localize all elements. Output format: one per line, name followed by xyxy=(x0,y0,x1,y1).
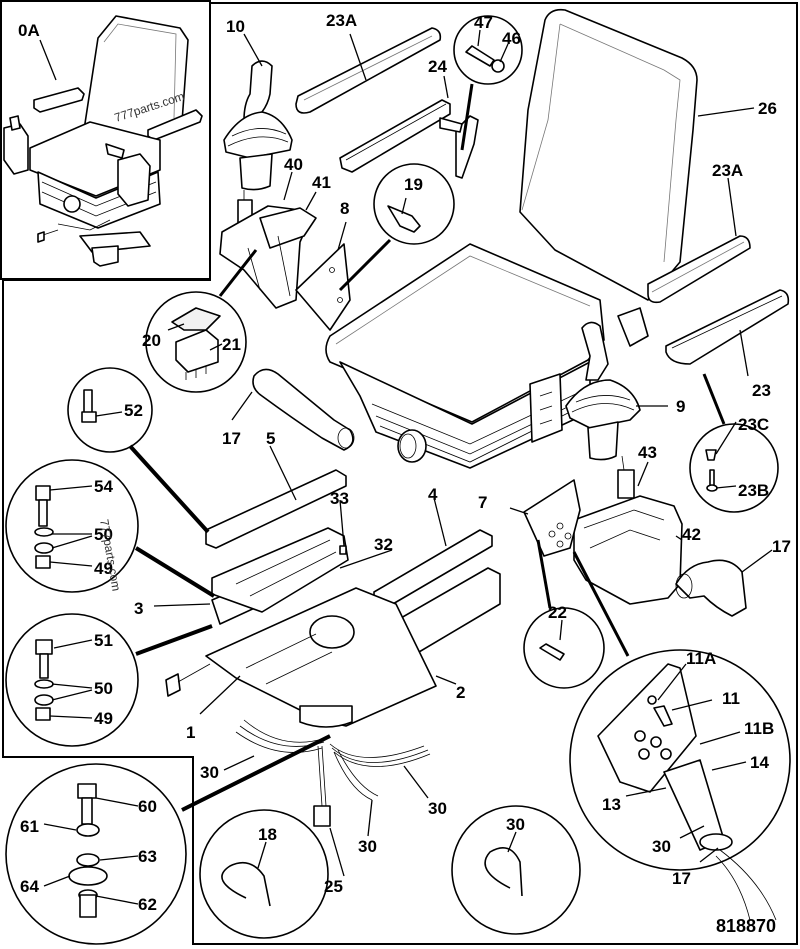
callout-23C: 23C xyxy=(738,415,769,434)
callout-11B: 11B xyxy=(744,719,774,738)
callout-9: 9 xyxy=(676,397,685,416)
callout-23A-top: 23A xyxy=(326,11,357,30)
console-left xyxy=(219,205,317,309)
callout-18: 18 xyxy=(258,825,277,844)
detail-18 xyxy=(199,809,329,939)
detail-54-50-49 xyxy=(5,459,216,598)
detail-52 xyxy=(67,367,210,534)
callout-60: 60 xyxy=(138,797,157,816)
callout-50-bot: 50 xyxy=(94,679,113,698)
callout-14: 14 xyxy=(750,753,769,772)
joystick-left xyxy=(223,60,293,231)
base-plate xyxy=(165,587,437,728)
callout-42: 42 xyxy=(682,525,701,544)
callout-30-d: 30 xyxy=(506,815,525,834)
callout-25: 25 xyxy=(324,877,343,896)
inset-seat-assembly: 0A 777parts.com xyxy=(3,15,203,267)
callout-51: 51 xyxy=(94,631,113,650)
detail-47-46 xyxy=(453,15,523,151)
callout-49-top: 49 xyxy=(94,559,113,578)
callout-32: 32 xyxy=(374,535,393,554)
callout-21: 21 xyxy=(222,335,241,354)
callout-20: 20 xyxy=(142,331,161,350)
boot-17-upper xyxy=(252,368,354,451)
detail-20-21 xyxy=(145,249,258,393)
callout-2: 2 xyxy=(456,683,465,702)
console-right xyxy=(573,495,683,605)
leader-lines xyxy=(43,29,773,905)
bracket-7 xyxy=(523,479,581,557)
callout-64: 64 xyxy=(20,877,39,896)
boot-17-right xyxy=(675,559,747,617)
callout-3: 3 xyxy=(134,599,143,618)
label-33 xyxy=(339,545,347,555)
armrest-top xyxy=(295,27,479,179)
callout-8: 8 xyxy=(340,199,349,218)
callout-62: 62 xyxy=(138,895,157,914)
callout-13: 13 xyxy=(602,795,621,814)
callout-17-bottom: 17 xyxy=(672,869,691,888)
callout-43: 43 xyxy=(638,443,657,462)
inset-console-left xyxy=(3,123,29,175)
callout-49-bot: 49 xyxy=(94,709,113,728)
callout-26: 26 xyxy=(758,99,777,118)
callout-11A: 11A xyxy=(686,649,716,668)
callout-1: 1 xyxy=(186,723,195,742)
callout-52: 52 xyxy=(124,401,143,420)
callout-19: 19 xyxy=(404,175,423,194)
callout-47: 47 xyxy=(474,13,493,32)
callout-17-right: 17 xyxy=(772,537,791,556)
joystick-right xyxy=(565,321,641,499)
detail-51-50-49 xyxy=(5,613,213,747)
callout-11: 11 xyxy=(722,689,740,708)
release-handle xyxy=(165,673,181,697)
inset-armrest-left xyxy=(33,87,85,113)
inset-armrest-right xyxy=(147,109,203,141)
callout-33: 33 xyxy=(330,489,349,508)
callout-0A: 0A xyxy=(18,21,40,40)
callout-22: 22 xyxy=(548,603,567,622)
seat-backrest xyxy=(519,8,698,301)
detail-19 xyxy=(338,163,455,292)
callout-23A-right: 23A xyxy=(712,161,743,180)
callout-46: 46 xyxy=(502,29,521,48)
detail-22 xyxy=(523,539,605,689)
callout-17-left: 17 xyxy=(222,429,241,448)
callout-30-b: 30 xyxy=(428,799,447,818)
callout-54: 54 xyxy=(94,477,113,496)
callout-41: 41 xyxy=(312,173,331,192)
callout-23B: 23B xyxy=(738,481,769,500)
callout-30-e: 30 xyxy=(652,837,671,856)
connector-25 xyxy=(313,805,331,827)
adjuster-knob xyxy=(397,429,427,463)
detail-60-64 xyxy=(5,734,331,945)
armrest-right xyxy=(617,235,790,365)
detail-30 xyxy=(451,805,581,935)
callout-63: 63 xyxy=(138,847,157,866)
callout-30-c: 30 xyxy=(358,837,377,856)
rail-5 xyxy=(205,469,347,549)
drawing-reference-number: 818870 xyxy=(716,916,776,936)
callout-4: 4 xyxy=(428,485,438,504)
callout-24: 24 xyxy=(428,57,447,76)
callout-10: 10 xyxy=(226,17,245,36)
detail-11 xyxy=(569,551,791,921)
callout-40: 40 xyxy=(284,155,303,174)
callout-30-a: 30 xyxy=(200,763,219,782)
seat-cushion xyxy=(325,243,605,469)
callout-23: 23 xyxy=(752,381,771,400)
inset-frame xyxy=(0,0,211,280)
inset-console-right xyxy=(117,153,151,207)
callout-5: 5 xyxy=(266,429,275,448)
joystick-right-connector xyxy=(617,469,635,499)
callout-50-top: 50 xyxy=(94,525,113,544)
armrest-link xyxy=(455,115,479,179)
callout-7: 7 xyxy=(478,493,487,512)
rocker-switch-21 xyxy=(175,329,219,373)
callout-61: 61 xyxy=(20,817,39,836)
bracket-8 xyxy=(295,243,351,331)
